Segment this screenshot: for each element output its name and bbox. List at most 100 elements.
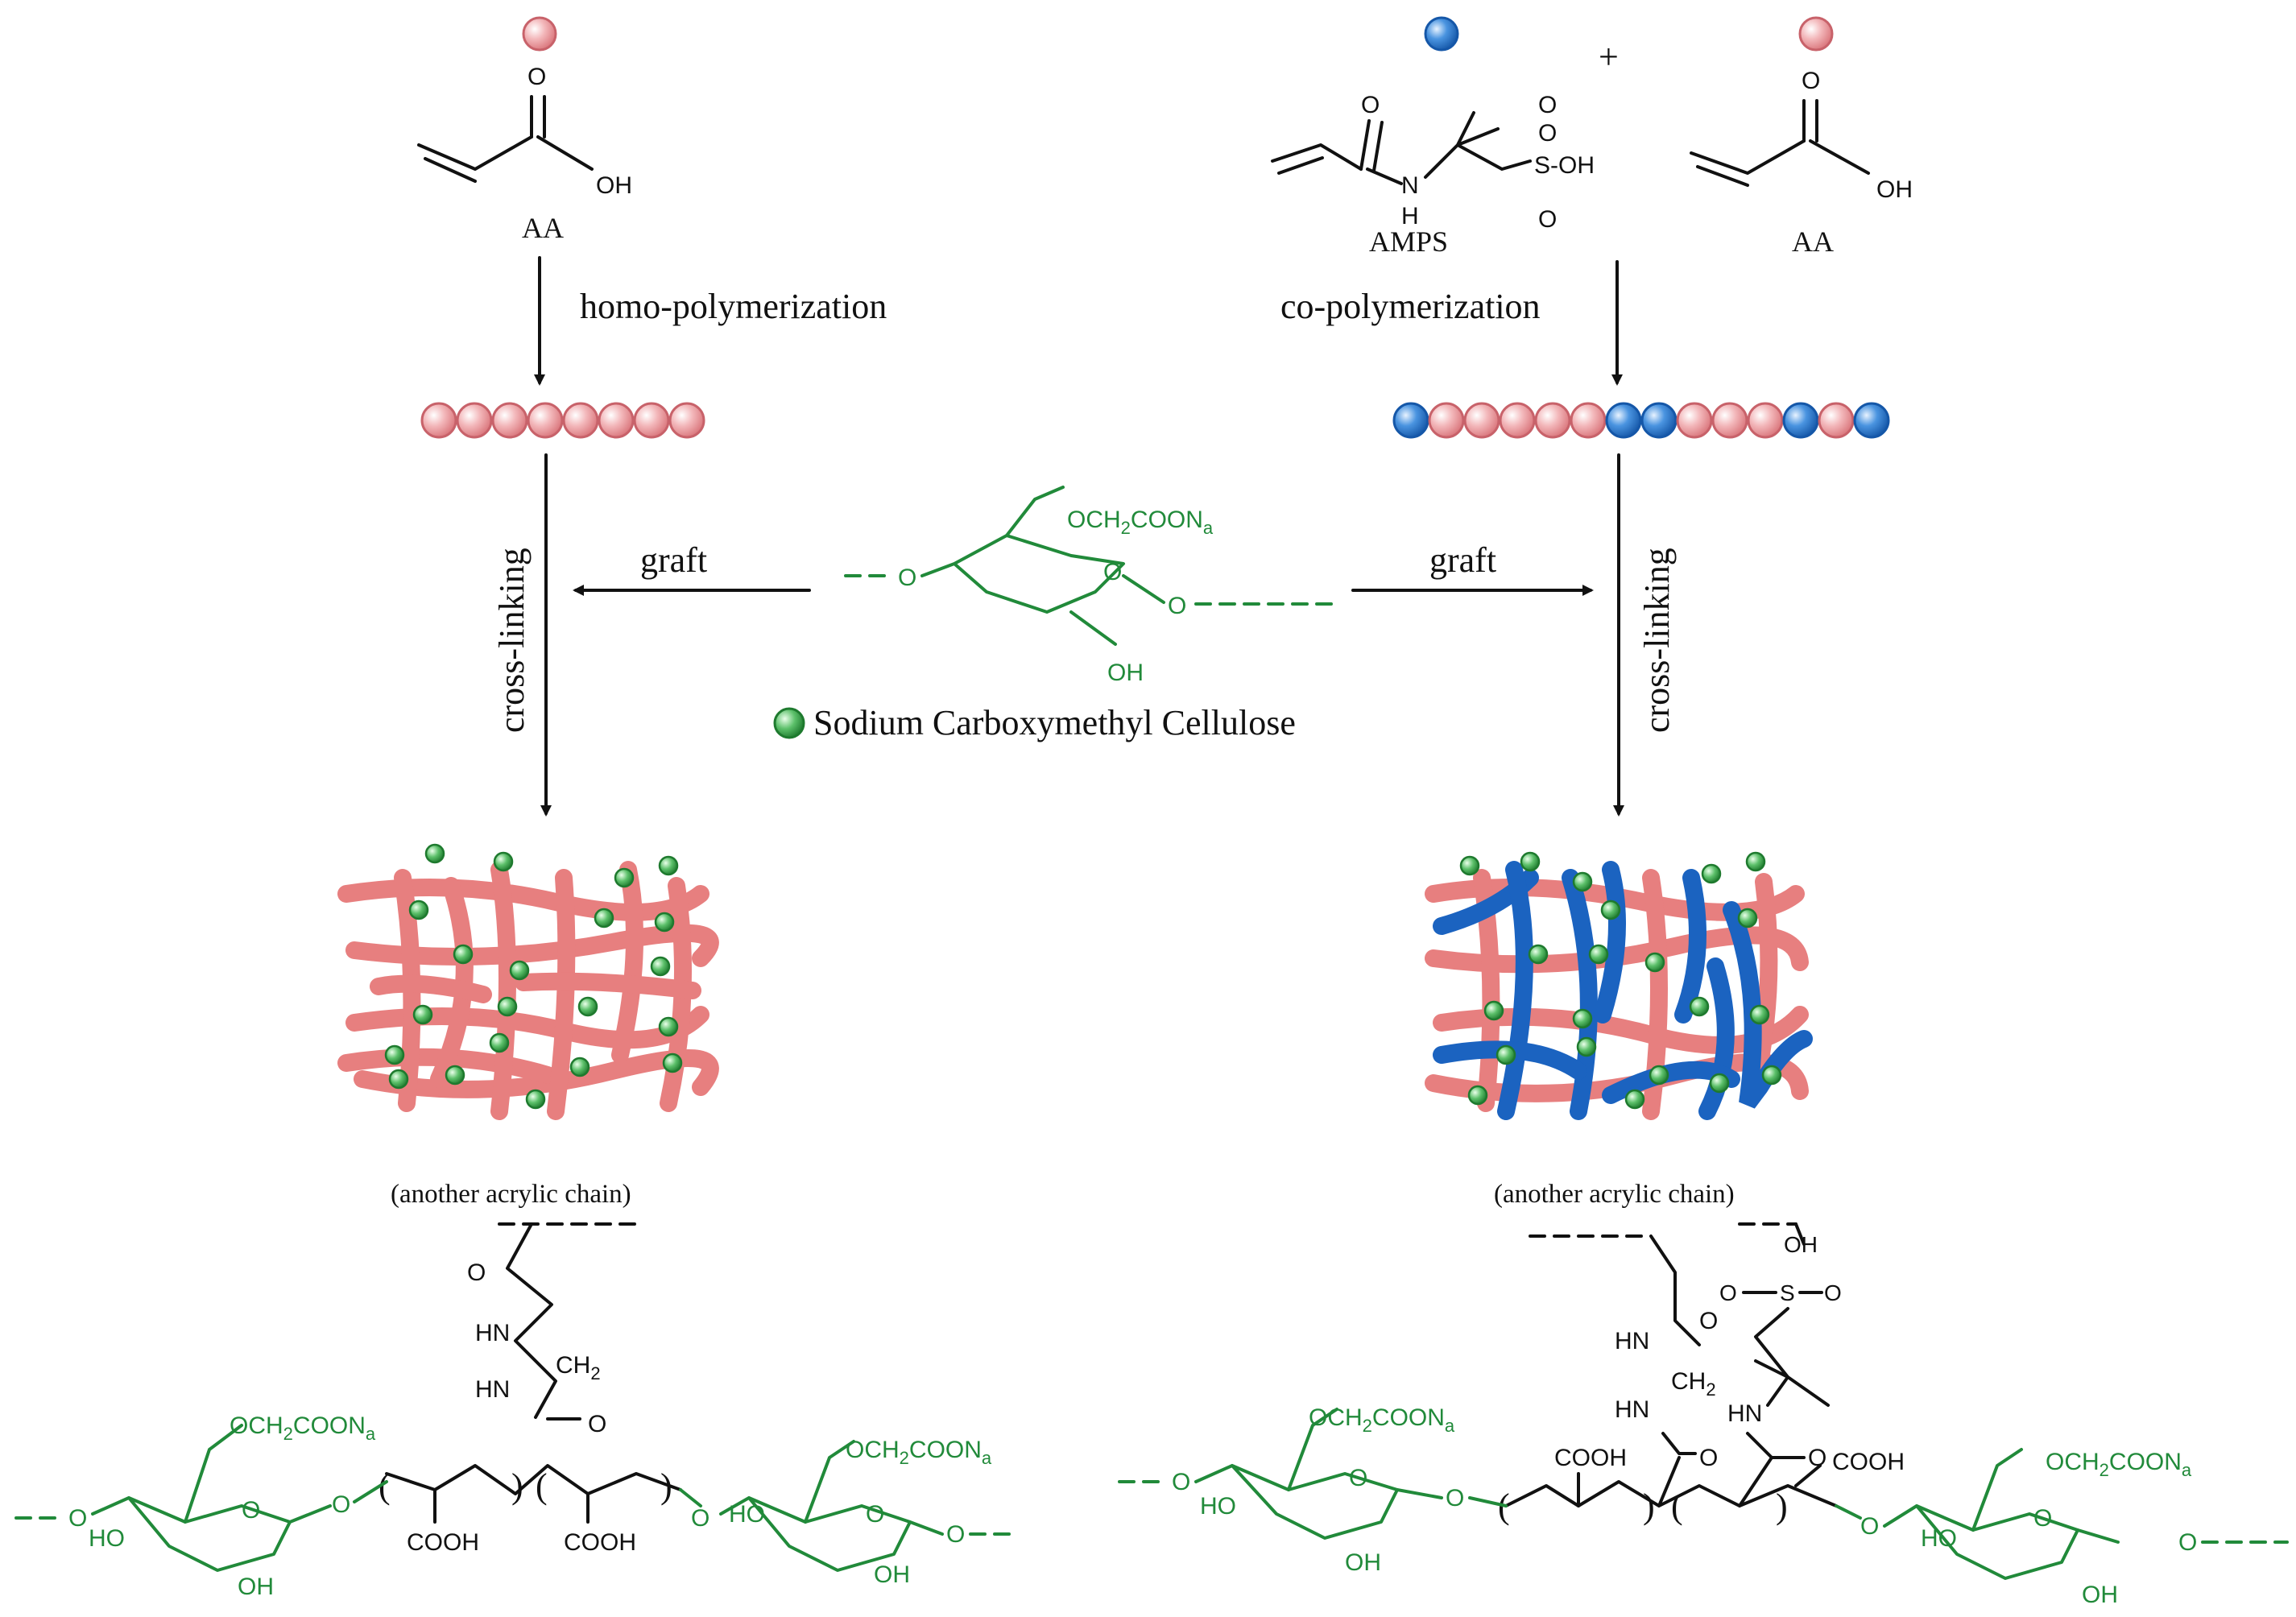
aa-monomer-right: O OH AA	[1690, 16, 1913, 258]
cmc-dot	[509, 960, 530, 981]
atom-o-label: O	[527, 64, 546, 90]
cmc-dot	[1761, 1065, 1782, 1086]
ring-o: O	[242, 1497, 260, 1524]
co-polymerization-label: co-polymerization	[1280, 287, 1541, 326]
br-o1: O	[1699, 1308, 1718, 1334]
pink-monomer-bead	[1534, 402, 1571, 439]
cmc-o-left: O	[898, 565, 916, 591]
o-link: O	[1860, 1513, 1879, 1540]
br-paren-2: )	[1643, 1487, 1655, 1526]
br-so-l: O	[1719, 1280, 1737, 1305]
pink-monomer-icon	[1798, 16, 1834, 52]
br-o-amps: O	[1808, 1445, 1826, 1471]
aa-label-left: AA	[522, 212, 564, 244]
cmc-dot	[1496, 1044, 1516, 1065]
cmc-och2-label: OCH2COONa	[1067, 507, 1214, 538]
bl-paren-3: (	[536, 1466, 548, 1506]
cmc-dot	[658, 1016, 679, 1037]
cmc-dot	[1520, 851, 1541, 872]
amps-so-bot: O	[1538, 206, 1557, 233]
cmc-dot	[453, 944, 474, 965]
oh-label: OH	[1345, 1549, 1381, 1576]
o: O	[1172, 1469, 1190, 1495]
cmc-dot	[614, 867, 635, 888]
amps-n-label: N	[1401, 172, 1419, 199]
ring-o: O	[866, 1501, 884, 1528]
pink-monomer-bead	[562, 402, 599, 439]
cmc-legend-label: Sodium Carboxymethyl Cellulose	[813, 703, 1296, 742]
cmc-dot	[1572, 1008, 1593, 1029]
cmc-o-right: O	[1168, 593, 1186, 619]
cmc-dot	[1644, 952, 1665, 973]
pink-monomer-bead	[1676, 402, 1713, 439]
amps-h-label: H	[1401, 203, 1419, 230]
amps-label: AMPS	[1369, 225, 1448, 258]
ho-label: HO	[1921, 1525, 1957, 1552]
br-paren-4: )	[1776, 1487, 1788, 1526]
atom-oh-label: OH	[1876, 176, 1913, 203]
homo-polymerization-label: homo-polymerization	[580, 287, 887, 326]
cmc-dot	[489, 1032, 510, 1053]
another-chain-label-left: (another acrylic chain)	[391, 1180, 631, 1209]
co-polymer-chain	[1392, 402, 1890, 439]
o-link: O	[332, 1491, 350, 1518]
br-cmc-left: O OCH2COONa O HO OH O	[1118, 1404, 1508, 1576]
cmc-dot	[654, 912, 675, 933]
pink-monomer-bead	[633, 402, 670, 439]
cmc-dot	[424, 843, 445, 864]
oh-label: OH	[238, 1574, 274, 1600]
cmc-dot	[1459, 855, 1480, 876]
bl-cooh1: COOH	[407, 1529, 479, 1556]
cmc-dot	[658, 855, 679, 876]
br-hn2: HN	[1615, 1396, 1649, 1423]
pink-monomer-bead	[1428, 402, 1465, 439]
bl-paren-1: (	[379, 1466, 391, 1506]
cmc-dot	[1689, 996, 1710, 1017]
ho-label: HO	[89, 1525, 125, 1552]
another-chain-label-right: (another acrylic chain)	[1494, 1180, 1735, 1209]
cmc-dot	[445, 1065, 465, 1086]
br-cooh2: COOH	[1832, 1449, 1905, 1475]
amps-so-top: O	[1538, 92, 1557, 118]
cmc-ring-o: O	[1103, 559, 1122, 585]
amps-o-label: O	[1361, 92, 1380, 118]
bl-paren-2: )	[511, 1466, 523, 1506]
cmc-dot	[388, 1069, 409, 1090]
cmc-dot	[1467, 1085, 1488, 1106]
o-link: O	[691, 1505, 709, 1532]
cmc-dot	[493, 851, 514, 872]
cmc-dot	[1745, 851, 1766, 872]
cmc-dot	[384, 1044, 405, 1065]
o-right: O	[2178, 1529, 2197, 1556]
blue-monomer-bead	[1640, 402, 1678, 439]
pink-monomer-bead	[1499, 402, 1536, 439]
bottom-left-structure: O HN CH2 HN O ( ) ( ) COOH COOH	[379, 1222, 682, 1556]
cmc-dot	[1528, 944, 1549, 965]
cmc-oh-label: OH	[1107, 660, 1144, 686]
bl-o2: O	[588, 1411, 606, 1437]
atom-o-label: O	[1802, 68, 1820, 94]
cmc-dot	[1701, 863, 1722, 884]
br-ch2: CH2	[1671, 1368, 1716, 1400]
cmc-dot	[594, 908, 614, 928]
cmc-dot	[662, 1052, 683, 1073]
bl-cmc-right: O OCH2COONa O HO OH O	[679, 1437, 1020, 1588]
cmc-dot	[412, 1004, 433, 1025]
cmc-dot	[1572, 871, 1593, 892]
crosslink-label-right: cross-linking	[1637, 548, 1677, 733]
homo-network	[337, 861, 719, 1120]
br-oh: OH	[1784, 1232, 1818, 1257]
atom-oh-label: OH	[596, 172, 632, 199]
cmc-dot	[577, 996, 598, 1017]
cmc-dot	[1588, 944, 1609, 965]
co-network	[1425, 861, 1813, 1120]
br-hn1: HN	[1615, 1328, 1649, 1354]
amps-so-mid: O	[1538, 120, 1557, 147]
cmc-dot	[1600, 899, 1621, 920]
amps-monomer: + O N H S-OH O O O AMPS	[1271, 16, 1619, 258]
cmc-dot	[408, 899, 429, 920]
o-right: O	[946, 1521, 965, 1548]
pink-monomer-icon	[522, 16, 557, 52]
plus-sign: +	[1599, 37, 1619, 77]
